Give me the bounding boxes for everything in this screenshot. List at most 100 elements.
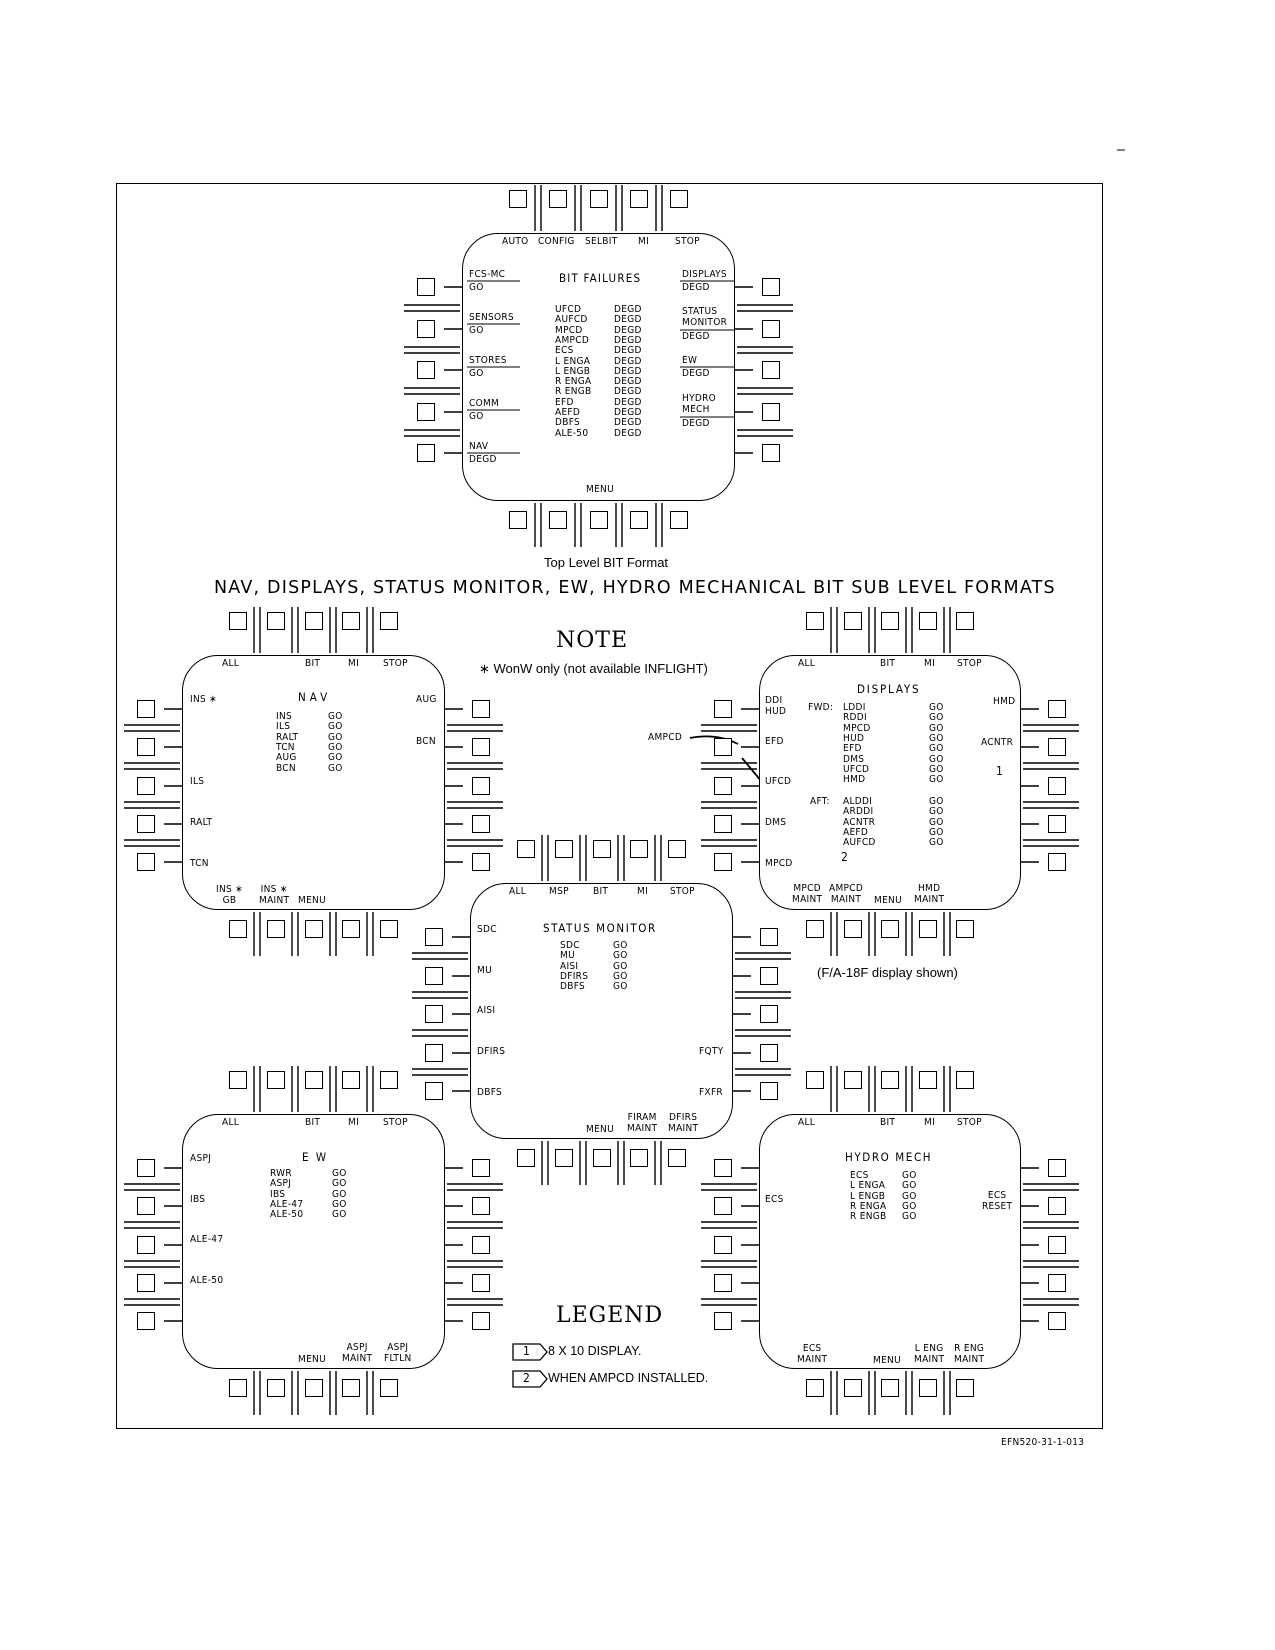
displays-left-pushbutton-1[interactable]: [714, 700, 732, 718]
nav-left-pushbutton-2[interactable]: [137, 738, 155, 756]
ew-bottom-pushbutton-1[interactable]: [229, 1379, 247, 1397]
displays-top-pushbutton-3[interactable]: [881, 612, 899, 630]
bit-failures-left-pushbutton-1[interactable]: [417, 278, 435, 296]
nav-top-pushbutton-1[interactable]: [229, 612, 247, 630]
hydro-right-pushbutton-2[interactable]: [1048, 1197, 1066, 1215]
hydro-left-pushbutton-4[interactable]: [714, 1274, 732, 1292]
status-monitor-bottom-pushbutton-1[interactable]: [517, 1149, 535, 1167]
nav-left-pushbutton-1[interactable]: [137, 700, 155, 718]
displays-right-pushbutton-3[interactable]: [1048, 777, 1066, 795]
ew-bottom-pushbutton-5[interactable]: [380, 1379, 398, 1397]
displays-top-pushbutton-4[interactable]: [919, 612, 937, 630]
status-monitor-right-pushbutton-1[interactable]: [760, 928, 778, 946]
nav-left-pushbutton-4[interactable]: [137, 815, 155, 833]
hydro-left-pushbutton-2[interactable]: [714, 1197, 732, 1215]
status-monitor-left-pushbutton-4[interactable]: [425, 1044, 443, 1062]
ew-right-pushbutton-3[interactable]: [472, 1236, 490, 1254]
status-monitor-left-pushbutton-5[interactable]: [425, 1082, 443, 1100]
hydro-bottom-pushbutton-1[interactable]: [806, 1379, 824, 1397]
bit-failures-left-pushbutton-2[interactable]: [417, 320, 435, 338]
hydro-right-pushbutton-5[interactable]: [1048, 1312, 1066, 1330]
ew-left-pushbutton-1[interactable]: [137, 1159, 155, 1177]
hydro-bottom-pushbutton-5[interactable]: [956, 1379, 974, 1397]
nav-right-pushbutton-1[interactable]: [472, 700, 490, 718]
hydro-bottom-pushbutton-4[interactable]: [919, 1379, 937, 1397]
bit-failures-right-pushbutton-3[interactable]: [762, 361, 780, 379]
hydro-left-pushbutton-1[interactable]: [714, 1159, 732, 1177]
status-monitor-bottom-pushbutton-2[interactable]: [555, 1149, 573, 1167]
hydro-bottom-pushbutton-3[interactable]: [881, 1379, 899, 1397]
displays-right-pushbutton-4[interactable]: [1048, 815, 1066, 833]
hydro-right-pushbutton-3[interactable]: [1048, 1236, 1066, 1254]
displays-left-pushbutton-5[interactable]: [714, 853, 732, 871]
bit-failures-bottom-pushbutton-1[interactable]: [509, 511, 527, 529]
nav-right-pushbutton-2[interactable]: [472, 738, 490, 756]
displays-right-pushbutton-2[interactable]: [1048, 738, 1066, 756]
nav-left-pushbutton-3[interactable]: [137, 777, 155, 795]
displays-left-pushbutton-4[interactable]: [714, 815, 732, 833]
displays-bottom-pushbutton-2[interactable]: [844, 920, 862, 938]
displays-top-pushbutton-5[interactable]: [956, 612, 974, 630]
ew-bottom-pushbutton-3[interactable]: [305, 1379, 323, 1397]
status-monitor-right-pushbutton-2[interactable]: [760, 967, 778, 985]
ew-left-pushbutton-2[interactable]: [137, 1197, 155, 1215]
hydro-right-pushbutton-4[interactable]: [1048, 1274, 1066, 1292]
status-monitor-right-pushbutton-4[interactable]: [760, 1044, 778, 1062]
nav-top-pushbutton-4[interactable]: [342, 612, 360, 630]
ew-top-pushbutton-5[interactable]: [380, 1071, 398, 1089]
ew-top-pushbutton-1[interactable]: [229, 1071, 247, 1089]
displays-left-pushbutton-2[interactable]: [714, 738, 732, 756]
nav-right-pushbutton-3[interactable]: [472, 777, 490, 795]
hydro-right-pushbutton-1[interactable]: [1048, 1159, 1066, 1177]
ew-top-pushbutton-4[interactable]: [342, 1071, 360, 1089]
status-monitor-right-pushbutton-3[interactable]: [760, 1005, 778, 1023]
bit-failures-bottom-pushbutton-5[interactable]: [670, 511, 688, 529]
nav-bottom-pushbutton-1[interactable]: [229, 920, 247, 938]
bit-failures-bottom-pushbutton-3[interactable]: [590, 511, 608, 529]
hydro-top-pushbutton-3[interactable]: [881, 1071, 899, 1089]
nav-right-pushbutton-4[interactable]: [472, 815, 490, 833]
status-monitor-left-pushbutton-1[interactable]: [425, 928, 443, 946]
status-monitor-right-pushbutton-5[interactable]: [760, 1082, 778, 1100]
hydro-bottom-pushbutton-2[interactable]: [844, 1379, 862, 1397]
status-monitor-top-pushbutton-5[interactable]: [668, 840, 686, 858]
ew-left-pushbutton-3[interactable]: [137, 1236, 155, 1254]
displays-bottom-pushbutton-4[interactable]: [919, 920, 937, 938]
nav-bottom-pushbutton-2[interactable]: [267, 920, 285, 938]
bit-failures-left-pushbutton-3[interactable]: [417, 361, 435, 379]
nav-left-pushbutton-5[interactable]: [137, 853, 155, 871]
bit-failures-top-pushbutton-1[interactable]: [509, 190, 527, 208]
nav-bottom-pushbutton-4[interactable]: [342, 920, 360, 938]
displays-top-pushbutton-2[interactable]: [844, 612, 862, 630]
ew-right-pushbutton-5[interactable]: [472, 1312, 490, 1330]
status-monitor-bottom-pushbutton-4[interactable]: [630, 1149, 648, 1167]
ew-bottom-pushbutton-4[interactable]: [342, 1379, 360, 1397]
status-monitor-left-pushbutton-3[interactable]: [425, 1005, 443, 1023]
bit-failures-bottom-pushbutton-2[interactable]: [549, 511, 567, 529]
status-monitor-bottom-pushbutton-3[interactable]: [593, 1149, 611, 1167]
bit-failures-top-pushbutton-2[interactable]: [549, 190, 567, 208]
nav-bottom-pushbutton-3[interactable]: [305, 920, 323, 938]
status-monitor-top-pushbutton-1[interactable]: [517, 840, 535, 858]
status-monitor-left-pushbutton-2[interactable]: [425, 967, 443, 985]
nav-top-pushbutton-2[interactable]: [267, 612, 285, 630]
hydro-top-pushbutton-5[interactable]: [956, 1071, 974, 1089]
hydro-top-pushbutton-4[interactable]: [919, 1071, 937, 1089]
ew-top-pushbutton-3[interactable]: [305, 1071, 323, 1089]
displays-right-pushbutton-5[interactable]: [1048, 853, 1066, 871]
bit-failures-top-pushbutton-5[interactable]: [670, 190, 688, 208]
ew-left-pushbutton-5[interactable]: [137, 1312, 155, 1330]
displays-bottom-pushbutton-1[interactable]: [806, 920, 824, 938]
status-monitor-top-pushbutton-4[interactable]: [630, 840, 648, 858]
bit-failures-right-pushbutton-1[interactable]: [762, 278, 780, 296]
hydro-left-pushbutton-3[interactable]: [714, 1236, 732, 1254]
bit-failures-right-pushbutton-5[interactable]: [762, 444, 780, 462]
bit-failures-right-pushbutton-2[interactable]: [762, 320, 780, 338]
status-monitor-top-pushbutton-2[interactable]: [555, 840, 573, 858]
hydro-top-pushbutton-2[interactable]: [844, 1071, 862, 1089]
nav-top-pushbutton-5[interactable]: [380, 612, 398, 630]
status-monitor-bottom-pushbutton-5[interactable]: [668, 1149, 686, 1167]
bit-failures-left-pushbutton-5[interactable]: [417, 444, 435, 462]
ew-left-pushbutton-4[interactable]: [137, 1274, 155, 1292]
hydro-left-pushbutton-5[interactable]: [714, 1312, 732, 1330]
